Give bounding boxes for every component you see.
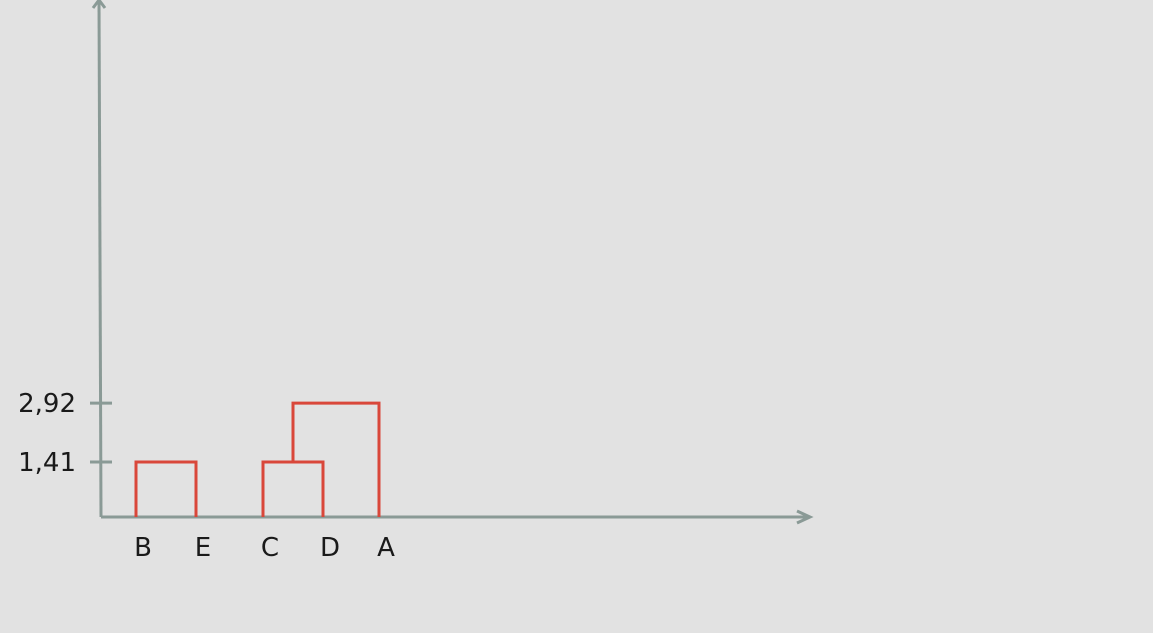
y-axis-arrowhead: [91, 0, 107, 9]
dendrogram-links: [134, 401, 381, 517]
leaf-label-a: A: [377, 533, 395, 563]
y-tick-label: 2,92: [18, 389, 76, 419]
dendrogram-link-cd-a: [291, 401, 381, 517]
leaf-label-d: D: [320, 533, 340, 563]
leaf-label-b: B: [134, 533, 152, 563]
dendrogram-link-b-e: [134, 460, 198, 517]
leaf-label-e: E: [195, 533, 211, 563]
leaf-label-c: C: [261, 533, 279, 563]
axes: [91, 0, 814, 525]
dendrogram-link-c-d: [261, 460, 325, 517]
y-axis-line: [97, 0, 103, 518]
y-ticks: 1,41 2,92: [18, 389, 112, 478]
x-axis-arrowhead: [796, 509, 814, 525]
y-tick-label: 1,41: [18, 448, 76, 478]
